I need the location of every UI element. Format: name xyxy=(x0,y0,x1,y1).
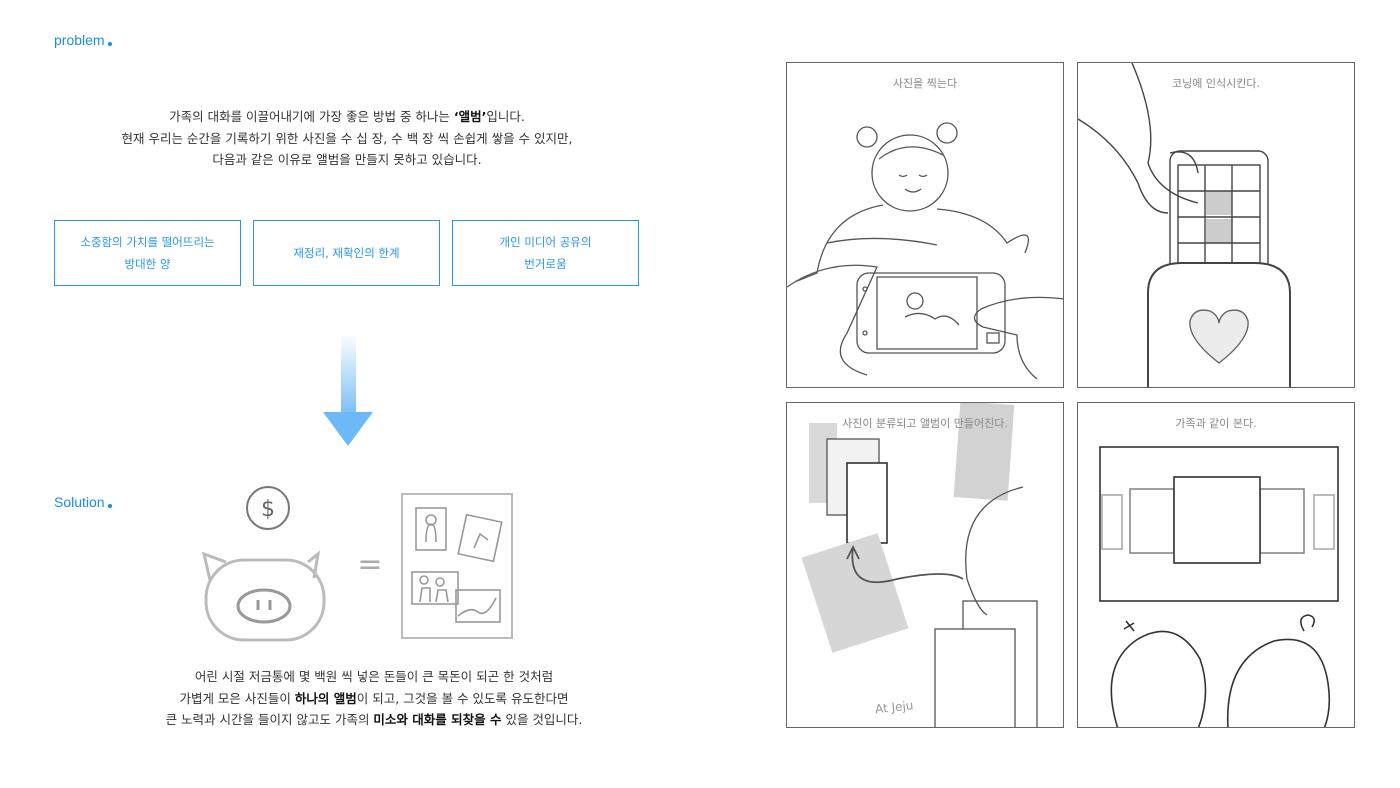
reason-3-line-2: 번거로움 xyxy=(524,257,567,271)
piggy-bank-icon xyxy=(201,550,326,642)
panel-caption: 사진을 찍는다 xyxy=(892,77,958,90)
phone-grid-sketch xyxy=(1169,150,1269,276)
outro-line-3: 큰 노력과 시간을 들이지 않고도 가족의 미소와 대화를 되찾을 수 있을 것… xyxy=(54,709,694,731)
corning-device-sketch xyxy=(1147,262,1291,387)
intro-line-1-bold: ‘앨범’ xyxy=(453,109,487,124)
child-sketch xyxy=(796,122,1030,282)
panel-caption: 사진이 분류되고 앨범이 만들어진다. xyxy=(842,417,1008,430)
hands-holding-phone-sketch xyxy=(787,264,1063,380)
reason-1-line-2: 방대한 양 xyxy=(124,257,171,271)
coin-icon: $ xyxy=(246,486,290,530)
reason-3-line-1: 개인 미디어 공유의 xyxy=(499,235,592,249)
problem-label-dot xyxy=(107,42,112,46)
outro-line-3-bold: 미소와 대화를 되찾을 수 xyxy=(373,712,502,727)
outro-line-2-bold: 하나의 앨범 xyxy=(294,690,357,706)
storyboard-panel-view-together: 가족과 같이 본다. xyxy=(1077,402,1355,728)
outro-line-2-end: 이 되고, 그것을 볼 수 있도록 유도한다면 xyxy=(356,690,569,706)
sorted-photos-sketch xyxy=(801,403,1038,727)
down-arrow-shaft xyxy=(341,333,356,413)
handwritten-location: At Jeju xyxy=(874,698,914,716)
problem-label: problem xyxy=(54,32,112,48)
outro-line-1: 어린 시절 저금통에 몇 백원 씩 넣은 돈들이 큰 목돈이 되곤 한 것처럼 xyxy=(194,669,554,684)
reason-box-reorganize: 재정리, 재확인의 한계 xyxy=(253,220,440,286)
intro-line-1-end: 입니다. xyxy=(486,109,525,124)
problem-intro: 가족의 대화를 이끌어내기에 가장 좋은 방법 중 하나는 ‘앨범’입니다. 현… xyxy=(54,106,640,171)
family-viewers-sketch xyxy=(1110,614,1331,727)
solution-outro: 어린 시절 저금통에 몇 백원 씩 넣은 돈들이 큰 목돈이 되곤 한 것처럼 … xyxy=(54,666,694,731)
intro-line-1-text: 가족의 대화를 이끌어내기에 가장 좋은 방법 중 하나는 xyxy=(169,109,454,124)
reason-2-line-1: 재정리, 재확인의 한계 xyxy=(293,246,400,260)
photo-album-icon xyxy=(401,493,513,639)
intro-line-2: 현재 우리는 순간을 기록하기 위한 사진을 수 십 장, 수 백 장 씩 손쉽… xyxy=(121,130,573,146)
outro-line-2: 가볍게 모은 사진들이 하나의 앨범이 되고, 그것을 볼 수 있도록 유도한다… xyxy=(54,688,694,710)
reason-1-line-1: 소중함의 가치를 떨어뜨리는 xyxy=(80,235,215,249)
solution-label-text: Solution xyxy=(54,494,105,510)
coin-symbol: $ xyxy=(261,497,275,522)
tv-screen-sketch xyxy=(1099,446,1339,602)
storyboard-panel-album-created: 사진이 분류되고 앨범이 만들어진다. At Jeju xyxy=(786,402,1064,728)
storyboard-panel-scan-to-corning: 코닝에 인식시킨다. xyxy=(1077,62,1355,388)
outro-line-3-end: 있을 것입니다. xyxy=(501,712,583,727)
intro-line-3: 다음과 같은 이유로 앨범을 만들지 못하고 있습니다. xyxy=(212,152,482,167)
problem-label-text: problem xyxy=(54,32,105,48)
panel-caption: 가족과 같이 본다. xyxy=(1175,417,1257,430)
outro-line-3-text: 큰 노력과 시간을 들이지 않고도 가족의 xyxy=(165,712,374,727)
intro-line-1: 가족의 대화를 이끌어내기에 가장 좋은 방법 중 하나는 ‘앨범’입니다. xyxy=(54,106,640,128)
equals-icon: = xyxy=(357,547,382,582)
outro-line-2-text: 가볍게 모은 사진들이 xyxy=(179,690,295,706)
solution-label: Solution xyxy=(54,494,112,510)
panel-caption: 코닝에 인식시킨다. xyxy=(1172,77,1260,90)
down-arrow-icon xyxy=(323,412,373,446)
storyboard-panel-take-photo: 사진을 찍는다 xyxy=(786,62,1064,388)
solution-label-dot xyxy=(107,504,112,508)
piggybank-equals-album-illustration: $ = xyxy=(201,486,513,642)
